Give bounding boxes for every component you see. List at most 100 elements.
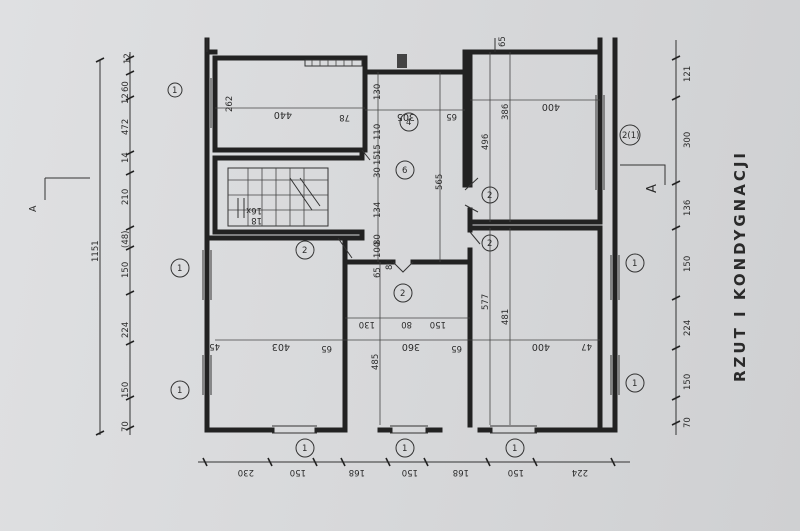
dim-left-150b: 150 [121,262,131,278]
staircase [227,167,329,227]
room4-side: 65 [321,343,332,353]
room1-width: 440 [274,109,292,120]
corr-130: 130 [373,84,383,100]
room3-inner: 386 [501,104,511,120]
corr-65: 65 [373,267,383,278]
dim-right-70: 70 [683,417,693,428]
door-tag-6: 6 [402,166,407,176]
dim-left-70: 70 [121,421,131,432]
dim-left-12: 12 [121,93,131,104]
dim-left-210: 210 [121,189,131,205]
interior-walls [207,49,603,433]
left-dimension-labels: 70 150 224 150 (48) 210 14 472 12 60 115… [91,81,131,432]
dim-top-65: 65 [498,36,508,47]
section-label-left: A [28,205,39,212]
door-tag-2c: 2 [487,191,492,201]
interior-dimension-lines [215,52,600,425]
room2-side: 65 [446,111,457,121]
dim-bottom-150a: 150 [290,467,306,477]
dim-right-300: 300 [683,132,693,148]
dim-left-472: 472 [121,119,131,135]
dim-right-150b: 150 [683,374,693,390]
room6-inner: 481 [501,309,511,325]
door-tag-2b: 2 [400,289,405,299]
dim-bottom-224: 224 [572,467,588,477]
dim-bottom-230: 230 [238,467,254,477]
dim-bottom-168a: 168 [349,467,365,477]
dim-left-60: 60 [121,81,131,92]
window-tag-1a: 1 [177,264,182,274]
right-dimension-labels: 121 300 136 150 224 150 70 [683,66,693,428]
room6-depth: 577 [481,294,491,310]
dim-right-150a: 150 [683,256,693,272]
dim-left-224: 224 [121,322,131,338]
dim-right-224: 224 [683,320,693,336]
door-tag-1: 1 [172,86,177,96]
corr-134: 134 [373,202,383,218]
room5-depth: 485 [371,354,381,370]
dim-left-48: (48) [121,231,131,248]
corr-15b: 15 [373,154,383,165]
dim-right-136: 136 [683,200,693,216]
stair-label-count: 16x [246,205,262,215]
windows [202,78,620,434]
dim-left-150a: 150 [121,382,131,398]
dimension-line-left [95,52,135,436]
room3-width: 400 [542,101,560,112]
dim-top-12: 12 [123,53,133,64]
room2-width: 305 [397,111,415,122]
room5-sub-130: 130 [359,319,375,329]
dim-left-total: 1151 [91,240,101,262]
dim-bottom-168b: 168 [453,467,469,477]
room5-sub-80a: 80 [401,319,412,329]
window-tag-1c: 1 [302,444,307,454]
door-tag-2d: 2 [487,239,492,249]
room-labels: 440 262 78 305 65 565 400 496 386 403 65… [209,96,592,370]
stair-label-height: 18 [251,215,262,225]
room6-jamb: 47 [581,341,592,351]
top-dimension-labels: 12 65 [123,36,508,64]
corr-100: 100 [373,242,383,258]
dimension-line-right [671,40,681,435]
dim-right-121: 121 [683,66,693,82]
corr-110: 110 [373,124,383,140]
window-tag-1f: 1 [632,259,637,269]
door-tag-4: 4 [406,118,411,128]
room5-width: 360 [402,341,420,352]
door-tags: 4 6 2 2 2 2 1 [167,82,499,303]
dim-bottom-150c: 150 [508,467,524,477]
plan-title: RZUT I KONDYGNACJI [731,150,749,382]
dim-bottom-150b: 150 [402,467,418,477]
dim-left-14: 14 [121,152,131,163]
room5-sub-80b: 80 [385,259,395,270]
section-mark-left: A [28,177,90,212]
dimension-line-top [206,38,496,52]
window-tag-1d: 1 [402,444,407,454]
window-tag-1g: 1 [632,379,637,389]
door-tag-2a: 2 [302,246,307,256]
room3-depth: 496 [481,134,491,150]
window-tags: 1 1 1 1 1 1 1 2(1) [170,124,645,458]
door-swings [337,149,481,273]
bottom-dimension-labels: 230 150 168 150 168 150 224 [238,467,588,477]
window-tag-2-1: 2(1) [622,131,639,141]
corridor-dimension-labels: 130 110 15 15 30 134 80 100 65 [373,84,383,278]
chimney-vent [397,54,407,68]
corr-80: 80 [373,234,383,245]
room5-sub-150: 150 [430,319,446,329]
window-tag-1b: 1 [177,386,182,396]
corr-15a: 15 [373,144,383,155]
room1-depth: 262 [225,96,235,112]
exterior-walls [204,37,618,433]
room1-side: 78 [339,112,350,122]
room2-inner: 565 [435,174,445,190]
section-label-right: A [645,184,660,193]
room5-side: 65 [451,343,462,353]
corr-30: 30 [373,167,383,178]
room4-width: 403 [272,341,290,352]
section-mark-right: A [620,164,666,193]
dimension-line-bottom [198,457,630,467]
window-tag-1e: 1 [512,444,517,454]
